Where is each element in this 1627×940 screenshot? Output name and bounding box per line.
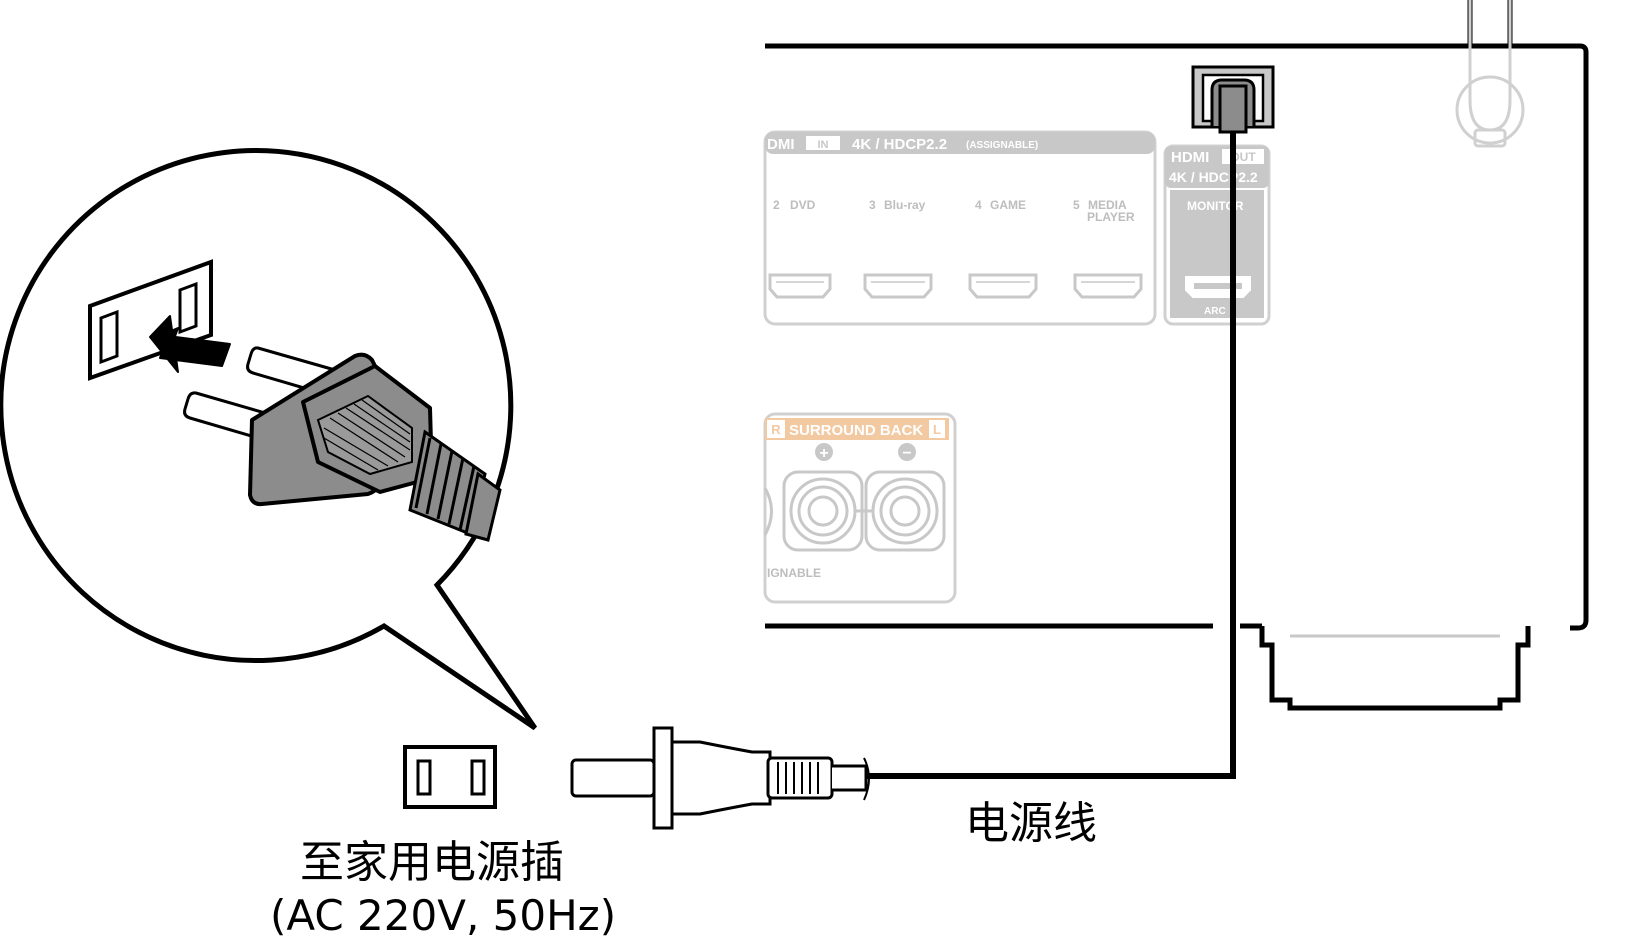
insert-arrow-icon bbox=[149, 315, 231, 373]
wall-outlet-large bbox=[88, 259, 213, 381]
ac-inlet bbox=[1191, 65, 1275, 134]
terminal-plus bbox=[789, 477, 857, 545]
hdmi-in-badge: IN bbox=[818, 139, 829, 151]
hdmi-in-3-port bbox=[863, 273, 933, 299]
input-4-num: 4 bbox=[975, 198, 982, 212]
magnified-callout bbox=[0, 148, 538, 731]
receiver-rear-panel: DMI IN 4K / HDCP2.2 (ASSIGNABLE) 2 DVD 3… bbox=[763, 0, 1589, 711]
hdmi-out-arc: ARC bbox=[1204, 306, 1226, 317]
surround-badge-r: R bbox=[771, 422, 781, 437]
input-2-name: DVD bbox=[790, 198, 816, 212]
receiver-foot bbox=[1259, 626, 1531, 711]
hdmi-out-block: HDMI OUT 4K / HDCP2.2 MONITOR ARC bbox=[1163, 144, 1271, 326]
input-3-num: 3 bbox=[869, 198, 876, 212]
input-2-num: 2 bbox=[773, 198, 780, 212]
terminal-minus bbox=[871, 477, 939, 545]
input-5-name2: PLAYER bbox=[1087, 210, 1135, 224]
hdmi-out-monitor: MONITOR bbox=[1187, 199, 1244, 213]
hdmi-out-header: HDMI bbox=[1171, 149, 1209, 166]
hdmi-in-5-port bbox=[1073, 273, 1143, 299]
chassis-outline bbox=[765, 43, 1589, 631]
outlet-label: 至家用电源插 bbox=[300, 837, 564, 888]
hdmi-in-header: DMI bbox=[767, 136, 795, 153]
wall-outlet-small bbox=[403, 745, 497, 809]
surround-back-block: R SURROUND BACK L + − IGNABLE bbox=[763, 412, 957, 604]
outlet-spec-label: (AC 220V, 50Hz) bbox=[270, 891, 616, 940]
hdmi-in-2-port bbox=[768, 273, 832, 299]
hdmi-in-spec: 4K / HDCP2.2 bbox=[852, 136, 947, 153]
antenna bbox=[1455, 0, 1525, 148]
input-3-name: Blu-ray bbox=[884, 198, 926, 212]
power-plug bbox=[570, 726, 870, 830]
surround-back-label: SURROUND BACK bbox=[789, 422, 923, 439]
hdmi-in-assignable: (ASSIGNABLE) bbox=[966, 140, 1038, 151]
terminal-minus-marker: − bbox=[902, 445, 911, 462]
power-cord bbox=[865, 132, 1240, 779]
surround-badge-l: L bbox=[933, 422, 941, 437]
hdmi-in-block: DMI IN 4K / HDCP2.2 (ASSIGNABLE) 2 DVD 3… bbox=[763, 130, 1157, 326]
surround-assignable: IGNABLE bbox=[767, 566, 821, 580]
hdmi-out-badge: OUT bbox=[1230, 150, 1256, 164]
input-5-num: 5 bbox=[1073, 198, 1080, 212]
terminal-plus-marker: + bbox=[819, 445, 828, 462]
hdmi-in-4-port bbox=[968, 273, 1038, 299]
input-4-name: GAME bbox=[990, 198, 1026, 212]
input-5-name: MEDIA bbox=[1088, 198, 1127, 212]
power-cord-label: 电源线 bbox=[965, 798, 1097, 849]
plug-body-large bbox=[248, 352, 502, 542]
hdmi-out-spec: 4K / HDCP2.2 bbox=[1169, 169, 1258, 185]
